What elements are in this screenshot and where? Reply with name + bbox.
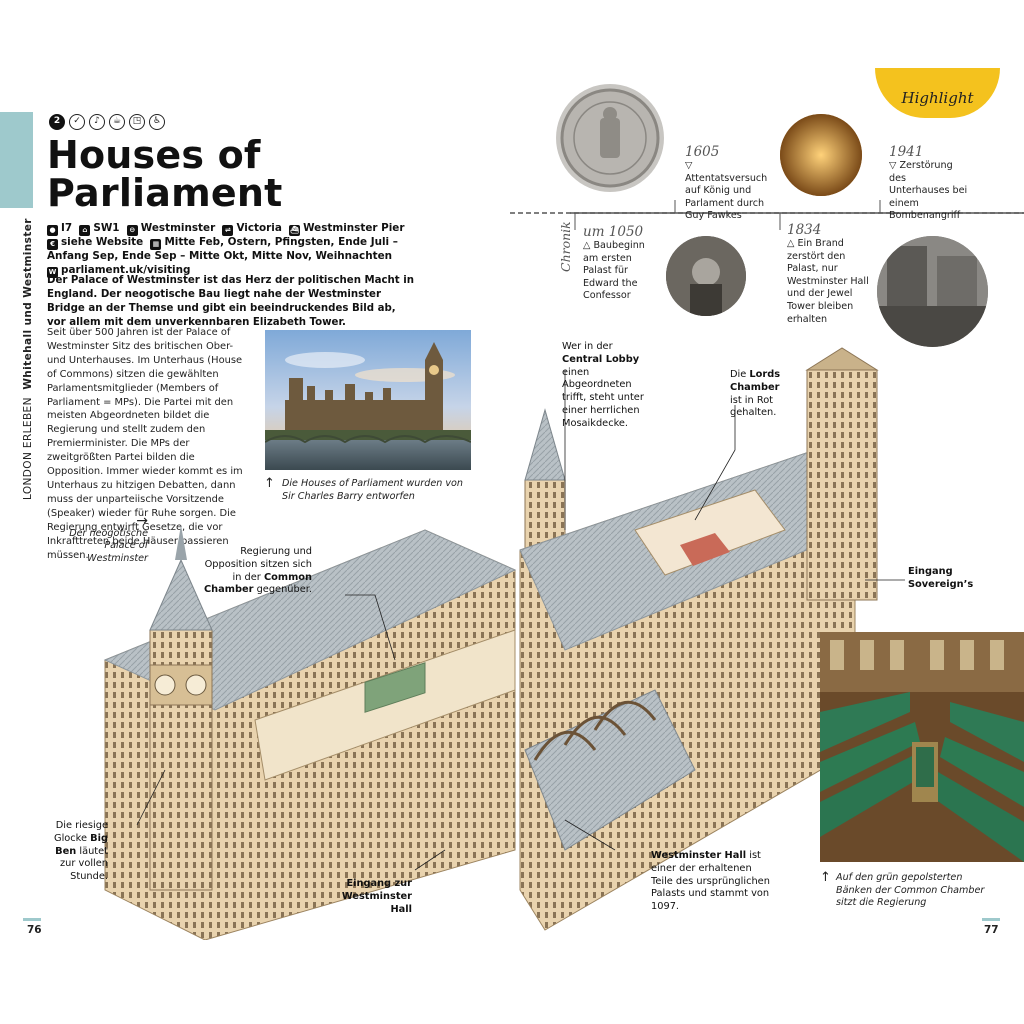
label-common-chamber: Regierung und Opposition sitzen sich in … (203, 546, 312, 596)
audio-guide-icon: ♪ (89, 114, 105, 130)
price-icon: € (47, 239, 58, 250)
web-icon: W (47, 266, 58, 278)
page-number-right: 77 (984, 924, 999, 936)
grid-ref: I7 (61, 222, 73, 234)
bomb-damage-image (877, 236, 988, 347)
website-link[interactable]: parliament.uk/visiting (61, 263, 191, 276)
sidebar-color-tab (0, 112, 33, 208)
house-icon: ⌂ (79, 225, 91, 236)
illustration-caption: → Der neogotische Palace of Westminster (58, 513, 148, 565)
illustration-caption-text: Der neogotische Palace of Westminster (69, 527, 148, 564)
title-line-1: Houses of (47, 133, 261, 177)
running-header: LONDON ERLEBEN Whitehall und Westminster (22, 218, 34, 500)
rail-station: Victoria (236, 222, 282, 234)
timeline-event-1605: 1605 ▽ Attentatsversuch auf König und Pa… (685, 144, 768, 222)
title-line-2: Parliament (47, 171, 283, 215)
map-pin-icon: ● (47, 225, 58, 236)
photo2-caption-text: Auf den grün gepolsterten Bänken der Com… (836, 872, 985, 909)
guided-tour-icon: ✓ (69, 114, 85, 130)
label-central-lobby: Wer in der Central Lobby einen Abgeordne… (562, 341, 644, 429)
photo1-caption-text: Die Houses of Parliament wurden von Sir … (282, 478, 463, 502)
shop-icon: ◳ (129, 114, 145, 130)
label-hall-entrance: Eingang zur Westminster Hall (341, 878, 412, 915)
label-westminster-hall: Westminster Hall ist einer der erhaltene… (651, 850, 770, 913)
timeline-event-1050: um 1050 △ Baubeginn am ersten Palast für… (583, 224, 645, 302)
rail-icon: ⇌ (222, 225, 234, 236)
palace-cutaway-illustration (103, 347, 905, 940)
facility-icons: 2 ✓ ♪ ☕ ◳ ♿ (49, 114, 165, 130)
page-title: Houses of Parliament (47, 136, 283, 212)
tube-icon: ⊖ (126, 225, 138, 236)
opening-dates: Mitte Feb, Ostern, Pfingsten, Ende Juli … (47, 236, 398, 262)
postcode: SW1 (93, 222, 120, 234)
section-label: LONDON ERLEBEN (22, 397, 34, 500)
body-text: Seit über 500 Jahren ist der Palace of W… (47, 327, 243, 561)
label-big-ben: Die riesige Glocke Big Ben läutet zur vo… (53, 820, 108, 883)
timeline-event-1941: 1941 ▽ Zerstörung des Unterhauses bei ei… (889, 144, 968, 222)
right-arrow-icon: → (136, 513, 148, 529)
number-badge-icon: 2 (49, 114, 65, 130)
lead-paragraph: Der Palace of Westminster ist das Herz d… (47, 275, 414, 328)
highlight-badge: Highlight (875, 68, 1000, 118)
fire-painting-image (780, 114, 862, 196)
photo2-caption: ↑ Auf den grün gepolsterten Bänken der C… (820, 870, 988, 910)
guy-fawkes-image (666, 236, 746, 316)
parliament-river-photo (265, 330, 471, 470)
subsection-label: Whitehall und Westminster (22, 218, 34, 390)
seal-image (556, 84, 664, 192)
page-num-bar-left (23, 918, 41, 921)
visitor-info: ●I7 ⌂SW1 ⊖Westminster ⇌Victoria ⛴Westmin… (47, 222, 412, 278)
chronik-label: Chronik (558, 221, 573, 272)
label-lords-chamber: Die Lords Chamber ist in Rot gehalten. (730, 369, 781, 419)
label-sovereign-entrance: Eingang Sovereign’s (908, 566, 974, 590)
timeline-event-1834: 1834 △ Ein Brand zerstört den Palast, nu… (787, 222, 869, 325)
wheelchair-icon: ♿ (149, 114, 165, 130)
calendar-icon: ▦ (150, 239, 162, 250)
page-num-bar-right (982, 918, 1000, 921)
timeline-axis (510, 200, 1024, 230)
tube-station: Westminster (140, 222, 216, 234)
up-arrow-icon: ↑ (820, 870, 831, 885)
up-arrow-icon: ↑ (264, 476, 275, 491)
cafe-icon: ☕ (109, 114, 125, 130)
page-number-left: 76 (27, 924, 42, 936)
boat-icon: ⛴ (289, 225, 301, 236)
commons-chamber-photo (820, 632, 1024, 862)
photo1-caption: ↑ Die Houses of Parliament wurden von Si… (264, 476, 474, 503)
prices: siehe Website (61, 236, 144, 248)
pier: Westminster Pier (303, 222, 405, 234)
